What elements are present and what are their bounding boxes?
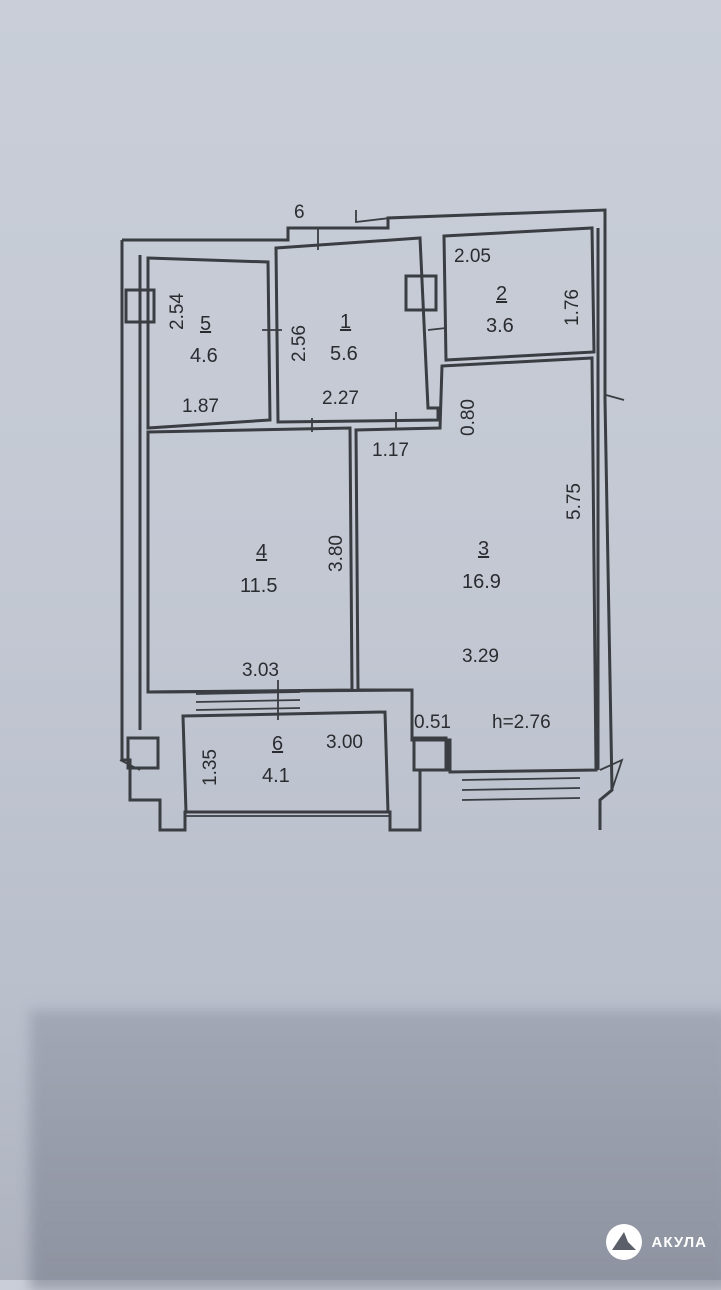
room-2-number: 2: [496, 283, 507, 305]
window-bottom-right: [461, 777, 581, 801]
watermark-text: АКУЛА: [651, 1233, 707, 1251]
room-3-number: 3: [478, 538, 489, 560]
dim-r2-width: 2.05: [454, 246, 491, 267]
dim-r4-height: 3.80: [326, 535, 347, 572]
dim-pillar: 0.51: [414, 712, 451, 733]
dim-r2-height: 1.76: [562, 289, 583, 326]
shaft-balcony-right: [412, 736, 448, 772]
entrance-door: [355, 210, 391, 224]
dim-r1-height: 2.56: [289, 325, 310, 362]
dim-corridor-width: 1.17: [372, 440, 409, 461]
watermark: АКУЛА: [604, 1222, 707, 1262]
dim-r4-width: 3.03: [242, 660, 279, 681]
dim-r3-height: 5.75: [564, 483, 585, 520]
room-4-number: 4: [256, 541, 267, 563]
shaft-center: [404, 274, 438, 312]
dim-r3-width: 3.29: [462, 646, 499, 667]
shaft-left: [124, 288, 156, 324]
shark-logo-icon: [605, 1224, 642, 1260]
shaft-balcony-left: [126, 736, 160, 770]
room-1-number: 1: [340, 311, 351, 333]
balcony-glazing: [185, 811, 390, 817]
room-5-area: 4.6: [190, 345, 218, 367]
room-4-area: 11.5: [240, 575, 277, 597]
wall-break: [605, 394, 625, 401]
room-6-area: 4.1: [262, 765, 290, 787]
outer-walls: [119, 208, 624, 832]
room-2-outline: [442, 226, 596, 362]
dim-r1-width: 2.27: [322, 388, 359, 409]
room-6-outline: [149, 688, 450, 832]
room-6-number: 6: [272, 733, 283, 755]
room-5-outline: [146, 256, 272, 430]
room-5-number: 5: [200, 313, 211, 335]
room-3-area: 16.9: [462, 571, 501, 593]
room-2-area: 3.6: [486, 315, 514, 337]
dim-r6-height: 1.35: [200, 749, 221, 786]
dim-r6-width: 3.00: [326, 732, 363, 753]
room-4-outline: [146, 426, 354, 694]
door-ticks: [262, 228, 447, 720]
room-1-outline: [274, 236, 440, 424]
dim-r5-height: 2.54: [167, 293, 188, 330]
dim-corridor-height: 0.80: [458, 399, 479, 436]
dim-top-6: 6: [294, 202, 305, 223]
window-bottom-left: [195, 691, 301, 711]
ceiling-height: h=2.76: [492, 712, 551, 733]
room-1-area: 5.6: [330, 343, 358, 365]
dim-r5-width: 1.87: [182, 396, 219, 417]
